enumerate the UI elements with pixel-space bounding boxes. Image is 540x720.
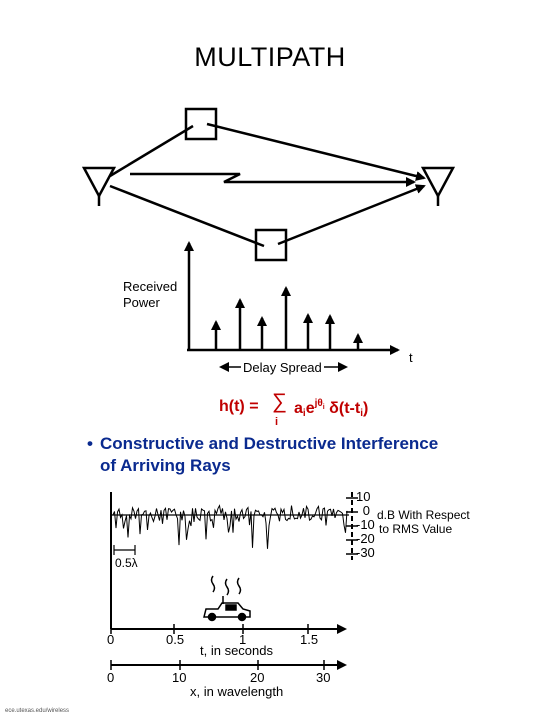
- exponent-theta: θ: [317, 398, 323, 409]
- wl-tick-0: 0: [107, 670, 115, 685]
- sum-index: i: [275, 416, 279, 428]
- ray-paths: [109, 122, 426, 248]
- reflector-bottom-box: [254, 228, 288, 262]
- time-tick-1-5: 1.5: [300, 632, 319, 647]
- db-tick-labels: 10 0 -10 -20 -30: [356, 489, 375, 560]
- time-tick-1: 1: [239, 632, 247, 647]
- time-axis-label: t: [409, 350, 413, 365]
- delta-term: δ(t-t: [324, 400, 361, 417]
- impulse-response-lhs: h(t) =: [219, 398, 259, 415]
- exponent-index: i: [322, 404, 325, 411]
- amplitude-index: i: [302, 408, 306, 419]
- exponential-symbol: e: [305, 400, 315, 417]
- received-power-label-2: Power: [123, 295, 160, 310]
- db-tick-minus-10: -10: [356, 517, 375, 532]
- time-tick-0-5: 0.5: [166, 632, 185, 647]
- db-note-line-1: d.B With Respect: [377, 508, 470, 522]
- db-tick-minus-20: -20: [356, 531, 375, 546]
- time-tick-0: 0: [107, 632, 115, 647]
- power-delay-plot: [184, 241, 400, 372]
- sum-symbol: ∑: [272, 390, 287, 413]
- closing-paren: ): [362, 400, 369, 417]
- reflector-top-box: [184, 107, 218, 141]
- exponent-j: j: [314, 398, 318, 409]
- bullet-symbol: •: [87, 434, 93, 453]
- wavelength-axis-title: x, in wavelength: [190, 684, 284, 699]
- time-axis-title: t, in seconds: [200, 643, 273, 658]
- db-note-line-2: to RMS Value: [379, 522, 453, 536]
- tx-antenna-icon: [81, 166, 117, 206]
- delay-spread-label: Delay Spread: [243, 360, 322, 375]
- footer-text: ece.utexas.edu/wireless: [5, 708, 70, 714]
- half-wavelength-label: 0.5λ: [115, 556, 138, 570]
- db-tick-0: 0: [362, 503, 370, 518]
- db-tick-minus-30: -30: [356, 545, 375, 560]
- bullet-line-1: Constructive and Destructive Interferenc…: [100, 434, 439, 453]
- car-icon: [203, 575, 251, 622]
- wl-tick-20: 20: [250, 670, 265, 685]
- received-power-label-1: Received: [123, 279, 178, 294]
- db-tick-10: 10: [356, 489, 371, 504]
- wl-tick-10: 10: [172, 670, 187, 685]
- bullet-line-2: of Arriving Rays: [100, 456, 231, 475]
- delay-index: i: [360, 408, 363, 419]
- page-title: MULTIPATH: [194, 42, 346, 72]
- impulse-response-term: aiejθi δ(t-ti): [294, 398, 368, 419]
- wl-tick-30: 30: [316, 670, 331, 685]
- rx-antenna-icon: [420, 166, 456, 206]
- amplitude-symbol: a: [294, 400, 303, 417]
- fading-plot: [110, 492, 358, 670]
